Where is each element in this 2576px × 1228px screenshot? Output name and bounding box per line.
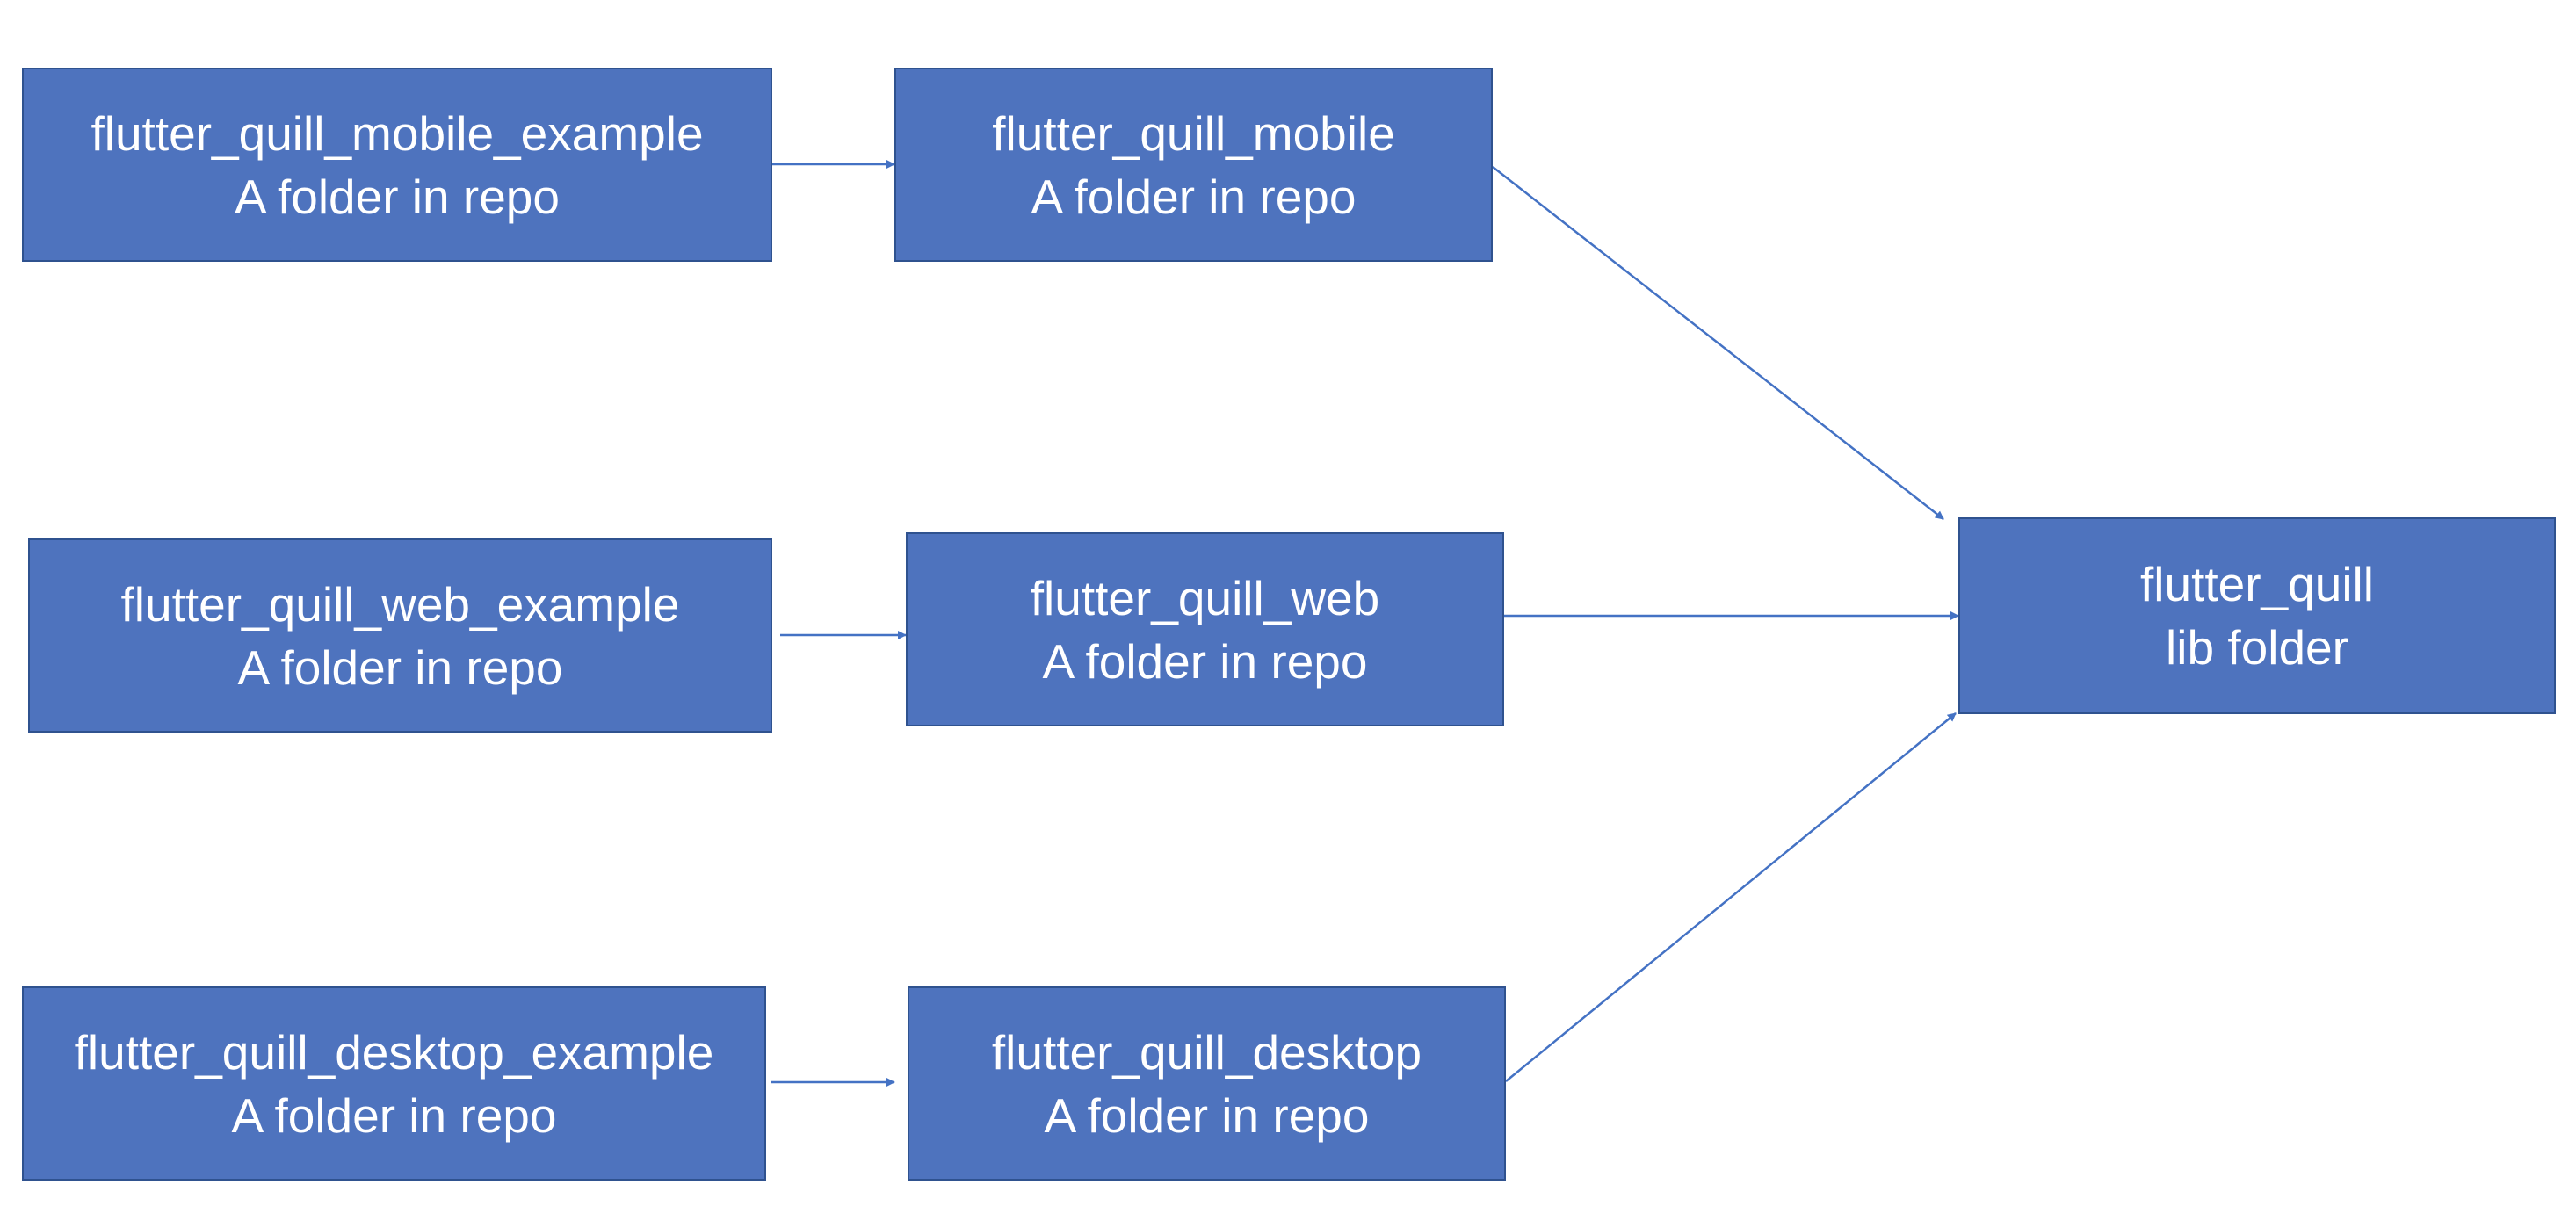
node-lib: flutter_quill lib folder bbox=[1958, 517, 2556, 714]
arrow-mobile-to-lib bbox=[1492, 166, 1944, 520]
node-subtitle: A folder in repo bbox=[235, 169, 560, 224]
node-title: flutter_quill_mobile bbox=[992, 105, 1395, 161]
node-subtitle: A folder in repo bbox=[1042, 633, 1368, 689]
node-web: flutter_quill_web A folder in repo bbox=[906, 532, 1504, 726]
node-title: flutter_quill_mobile_example bbox=[90, 105, 704, 161]
node-title: flutter_quill_web bbox=[1030, 570, 1380, 625]
node-desktop: flutter_quill_desktop A folder in repo bbox=[908, 986, 1506, 1181]
arrow-desktop-to-lib bbox=[1505, 712, 1957, 1082]
node-subtitle: lib folder bbox=[2166, 620, 2348, 675]
node-subtitle: A folder in repo bbox=[1044, 1087, 1370, 1143]
node-title: flutter_quill_desktop_example bbox=[74, 1024, 714, 1080]
node-title: flutter_quill_web_example bbox=[120, 576, 680, 632]
node-mobile-example: flutter_quill_mobile_example A folder in… bbox=[22, 68, 772, 262]
node-mobile: flutter_quill_mobile A folder in repo bbox=[894, 68, 1493, 262]
node-title: flutter_quill bbox=[2140, 557, 2374, 611]
node-title: flutter_quill_desktop bbox=[991, 1024, 1422, 1080]
node-subtitle: A folder in repo bbox=[237, 639, 563, 695]
node-subtitle: A folder in repo bbox=[1031, 169, 1357, 224]
node-web-example: flutter_quill_web_example A folder in re… bbox=[28, 538, 772, 733]
node-subtitle: A folder in repo bbox=[231, 1087, 557, 1143]
node-desktop-example: flutter_quill_desktop_example A folder i… bbox=[22, 986, 766, 1181]
